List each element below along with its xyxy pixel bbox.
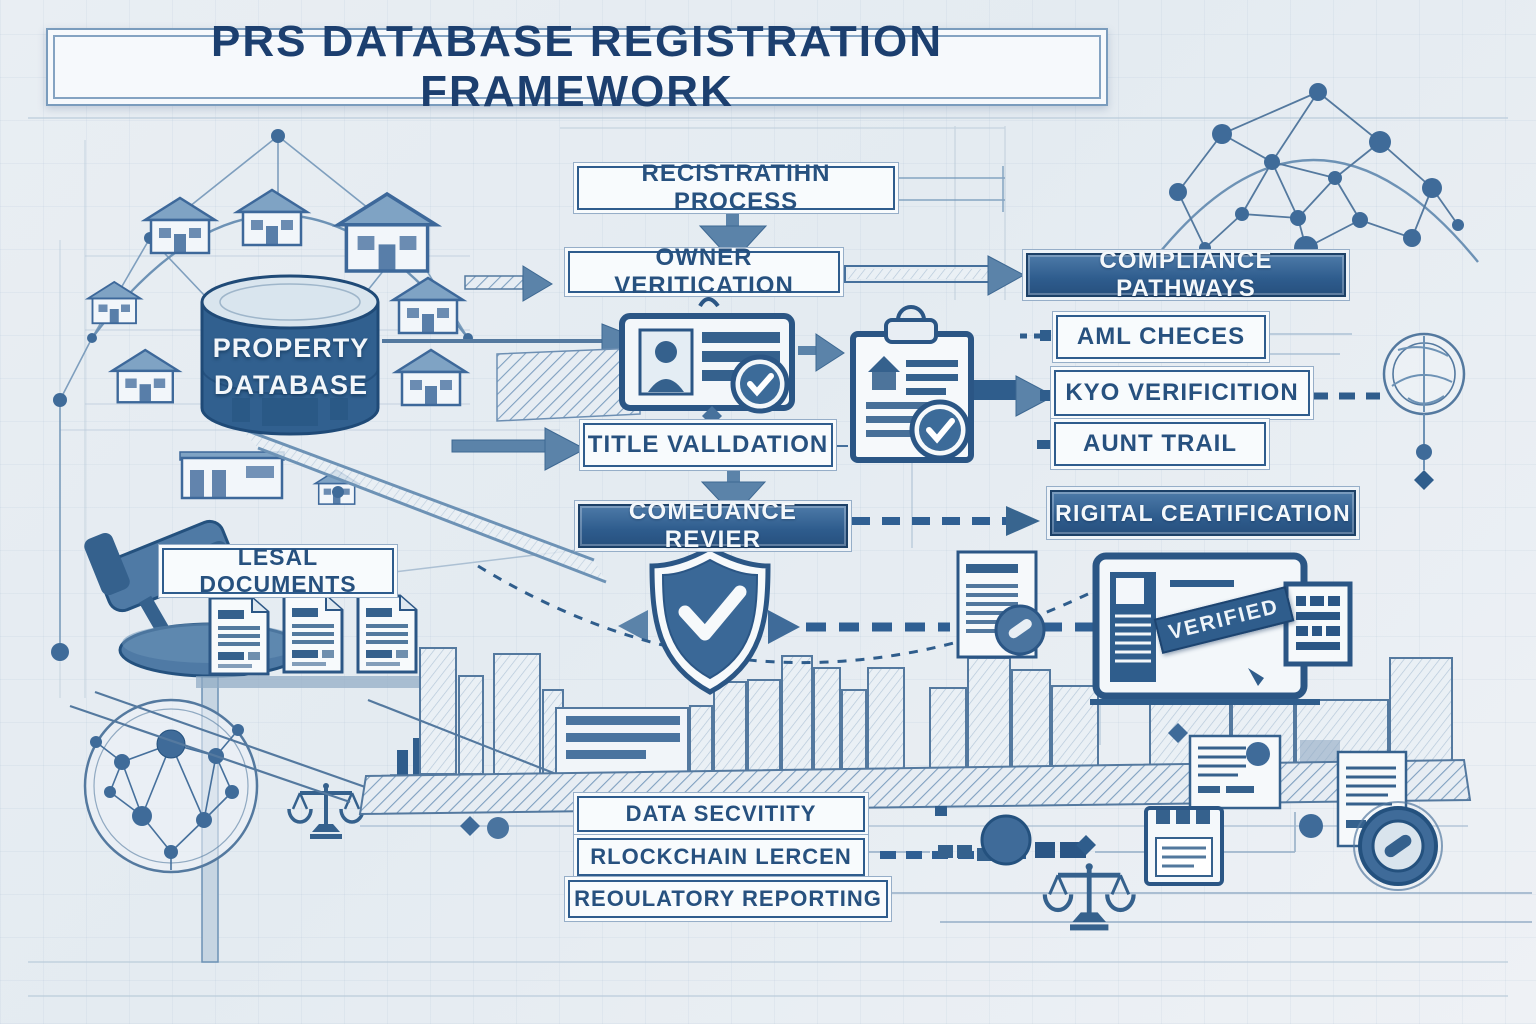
data-security-item: DATA SECVITITY — [577, 796, 865, 832]
house-icon — [143, 196, 217, 255]
digital-certification-banner: RIGITAL CEATIFICATION — [1050, 490, 1356, 536]
diamond-marker-icon — [1414, 470, 1434, 490]
certified-document-icon — [956, 550, 1046, 659]
house-icon — [235, 188, 309, 247]
property-database-icon — [200, 274, 380, 436]
house-icon — [394, 348, 468, 407]
regulatory-reporting-item: REOULATORY REPORTING — [568, 880, 888, 918]
legal-documents-header: LESAL DOCUMENTS — [162, 544, 394, 597]
title-banner: PRS DATABASE REGISTRATION FRAMEWORK — [46, 17, 1108, 116]
house-icon — [336, 192, 438, 273]
compliance-review-banner: COMEUANCE REVIER — [578, 498, 848, 553]
aml-checks-item: AML CHECES — [1056, 315, 1266, 359]
audit-trail-item: AUNT TRAIL — [1054, 422, 1266, 466]
striped-building — [555, 707, 689, 775]
page-title: PRS DATABASE REGISTRATION FRAMEWORK — [210, 17, 944, 116]
house-icon — [110, 348, 180, 404]
document-icon — [356, 594, 418, 674]
report-document-icon — [1188, 734, 1282, 810]
kyc-verification-item: KYO VERIFICITION — [1054, 370, 1310, 416]
house-icon — [87, 281, 142, 325]
document-icon — [208, 596, 270, 676]
seal-badge-icon — [1353, 801, 1443, 891]
shield-check-icon — [649, 545, 771, 695]
beam-lines — [239, 426, 607, 584]
qr-stamp-icon — [1283, 581, 1353, 667]
globe-icon — [1382, 332, 1466, 490]
house-icon — [391, 276, 465, 335]
property-database-line2: DATABASE — [214, 370, 368, 400]
scales-icon — [287, 781, 365, 841]
scales-icon — [1045, 863, 1134, 930]
floppy-disk-icon — [1144, 806, 1224, 886]
compliance-pathways-banner: COMPLIANCE PATHWAYS — [1026, 247, 1346, 302]
owner-verification-step: OWNER VERITICATION — [568, 244, 840, 299]
property-database-line1: PROPERTY — [212, 333, 370, 363]
registration-process-header: RECISTRATIHN PROCESS — [577, 160, 895, 215]
circuit-nodes — [332, 486, 1323, 866]
network-sphere-icon — [83, 698, 259, 874]
legal-documents-group — [196, 594, 424, 688]
office-building-icon — [179, 451, 285, 500]
property-database-label: PROPERTY DATABASE — [205, 330, 377, 404]
id-badge-icon — [619, 297, 795, 426]
network-dome-icon — [1151, 83, 1479, 263]
blockchain-ledger-item: RLOCKCHAIN LERCEN — [577, 838, 865, 876]
document-icon — [282, 594, 344, 674]
deed-clipboard-icon — [850, 305, 974, 463]
title-validation-step: TITLE VALLDATION — [583, 423, 833, 467]
